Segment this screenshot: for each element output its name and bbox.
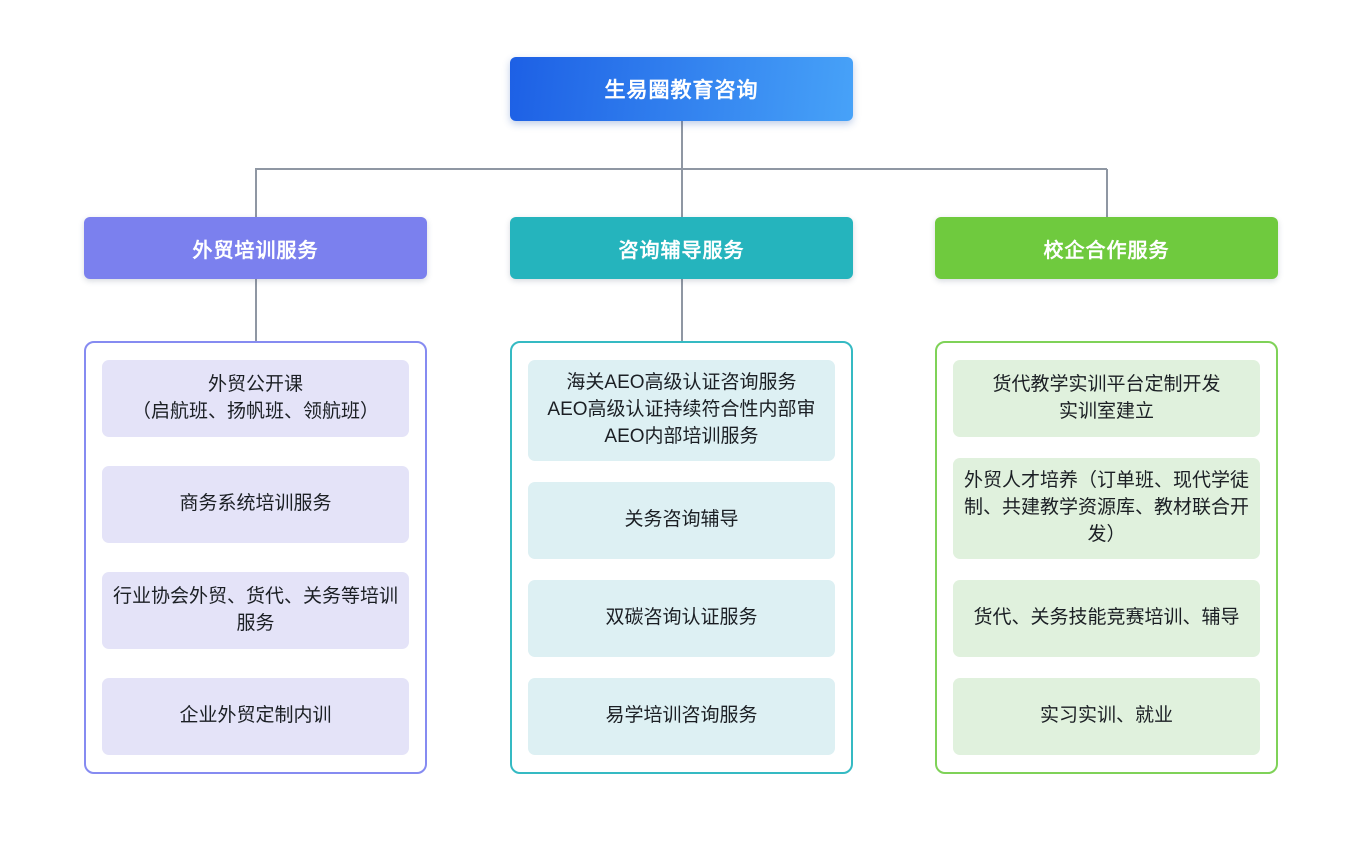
branch-header-label: 咨询辅导服务 bbox=[618, 239, 745, 262]
service-item: 关务咨询辅导 bbox=[528, 481, 835, 559]
connector-root-drop bbox=[681, 121, 683, 168]
root-node: 生易圈教育咨询 bbox=[510, 57, 853, 121]
root-node-label: 生易圈教育咨询 bbox=[604, 79, 759, 102]
branch-header-consulting-coaching: 咨询辅导服务 bbox=[510, 217, 853, 279]
service-item: 货代教学实训平台定制开发 实训室建立 bbox=[953, 360, 1260, 437]
connector-drop-branch-2 bbox=[681, 169, 683, 217]
branch-header-label: 校企合作服务 bbox=[1043, 239, 1170, 262]
service-item: 外贸公开课 （启航班、扬帆班、领航班） bbox=[102, 360, 409, 437]
service-item: 行业协会外贸、货代、关务等培训服务 bbox=[102, 572, 409, 649]
service-item: 商务系统培训服务 bbox=[102, 466, 409, 543]
service-item: 外贸人才培养（订单班、现代学徒制、共建教学资源库、教材联合开发） bbox=[953, 458, 1260, 559]
branch-header-school-enterprise-cooperation: 校企合作服务 bbox=[935, 217, 1278, 279]
connector-horizontal bbox=[255, 168, 1107, 170]
service-item: 易学培训咨询服务 bbox=[528, 678, 835, 755]
service-item: 实习实训、就业 bbox=[953, 678, 1260, 755]
service-item: 货代、关务技能竞赛培训、辅导 bbox=[953, 579, 1260, 657]
connector-drop-branch-3 bbox=[1106, 169, 1108, 217]
branch-group-consulting-coaching: 海关AEO高级认证咨询服务 AEO高级认证持续符合性内部审 AEO内部培训服务 … bbox=[510, 341, 853, 774]
service-item: 海关AEO高级认证咨询服务 AEO高级认证持续符合性内部审 AEO内部培训服务 bbox=[528, 360, 835, 461]
connector-header-group-1 bbox=[255, 279, 257, 341]
branch-header-label: 外贸培训服务 bbox=[192, 239, 319, 262]
branch-group-school-enterprise-cooperation: 货代教学实训平台定制开发 实训室建立 外贸人才培养（订单班、现代学徒制、共建教学… bbox=[935, 341, 1278, 774]
connector-drop-branch-1 bbox=[255, 169, 257, 217]
connector-header-group-2 bbox=[681, 279, 683, 341]
branch-group-foreign-trade-training: 外贸公开课 （启航班、扬帆班、领航班） 商务系统培训服务 行业协会外贸、货代、关… bbox=[84, 341, 427, 774]
service-item: 双碳咨询认证服务 bbox=[528, 579, 835, 657]
branch-header-foreign-trade-training: 外贸培训服务 bbox=[84, 217, 427, 279]
service-item: 企业外贸定制内训 bbox=[102, 678, 409, 755]
